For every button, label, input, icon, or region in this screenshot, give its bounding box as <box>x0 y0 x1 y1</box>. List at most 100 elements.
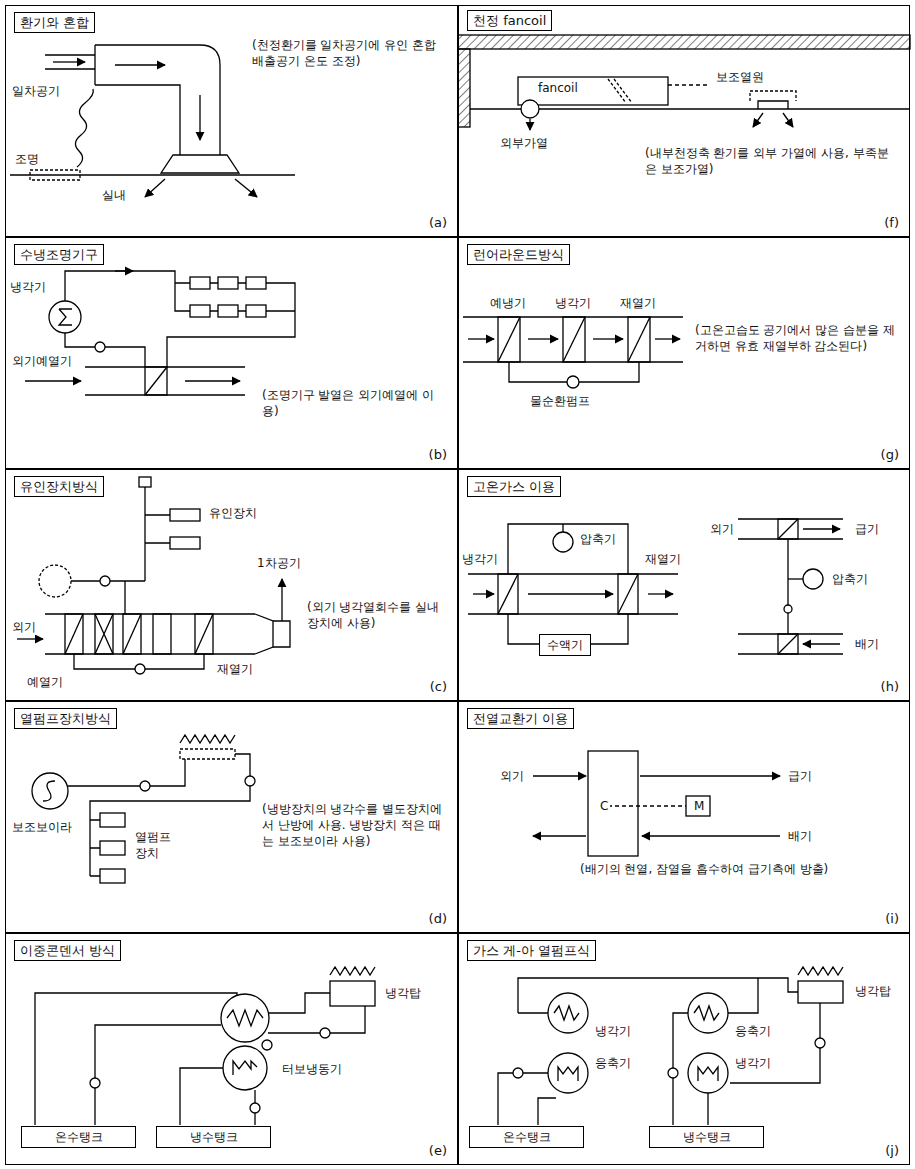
heat-pump-drawing <box>90 820 100 876</box>
panel-letter: (b) <box>429 447 447 463</box>
heat-exchanger-drawing <box>533 775 586 776</box>
heading-box: 이중콘덴서 방식 <box>14 940 121 961</box>
induction-unit-drawing <box>153 614 171 654</box>
heading-text: 런어라운드방식 <box>473 246 564 263</box>
heat-pump-drawing <box>180 735 235 743</box>
diagram-panel: (i)전열교환기 이용 <box>458 701 910 933</box>
water-cooled-lighting-drawing <box>59 309 72 325</box>
water-cooled-lighting-drawing <box>65 333 145 367</box>
gas-engine-heat-pump-drawing <box>730 1003 820 1083</box>
hot-gas-reheat-drawing <box>778 634 798 654</box>
ceiling-fancoil-drawing <box>668 84 708 85</box>
heat-pump-drawing <box>140 781 150 791</box>
ceiling-fancoil-drawing <box>458 35 910 130</box>
run-around-coil-drawing <box>463 317 683 388</box>
double-condenser-drawing <box>330 981 375 1006</box>
run-around-coil-drawing <box>655 338 680 339</box>
heat-pump-drawing <box>100 841 125 855</box>
part-label: 냉각기 <box>8 279 48 295</box>
part-label: 외부가열 <box>498 135 550 151</box>
heat-pump-drawing <box>43 781 55 801</box>
run-around-coil-drawing <box>567 376 579 388</box>
box-label: 냉수탱크 <box>683 1129 731 1145</box>
heading-text: 유인장치방식 <box>20 478 98 495</box>
induction-unit-drawing <box>100 576 110 586</box>
mixing-duct-drawing <box>115 64 165 65</box>
part-label: 압축기 <box>578 531 618 547</box>
mixing-duct-drawing <box>161 155 239 173</box>
gas-engine-heat-pump-drawing <box>558 1067 578 1081</box>
water-cooled-lighting-drawing <box>65 271 190 311</box>
double-condenser-drawing <box>262 1040 272 1050</box>
water-cooled-lighting-drawing <box>218 305 238 317</box>
water-cooled-lighting-drawing <box>49 301 81 333</box>
hot-gas-reheat-drawing <box>618 574 638 614</box>
part-label: 냉각탑 <box>383 985 423 1001</box>
part-label: M <box>692 798 706 814</box>
double-condenser-drawing <box>268 1006 365 1033</box>
tank-box: 온수탱크 <box>469 1126 584 1148</box>
heat-pump-drawing <box>68 759 185 786</box>
mixing-duct-drawing <box>199 95 200 140</box>
panel-letter: (f) <box>884 215 899 231</box>
ceiling-fancoil-drawing <box>783 113 793 127</box>
hot-gas-reheat-drawing <box>803 643 840 644</box>
induction-unit-drawing <box>145 515 170 543</box>
hot-gas-reheat-drawing <box>778 519 798 539</box>
heading-box: 고온가스 이용 <box>467 476 561 497</box>
heat-pump-drawing <box>100 813 125 827</box>
mixing-duct-drawing <box>145 179 165 197</box>
part-label: fancoil <box>536 80 580 96</box>
double-condenser-drawing <box>95 1025 221 1125</box>
part-label: 일차공기 <box>10 83 62 99</box>
induction-unit-drawing <box>255 614 273 654</box>
hot-gas-reheat-drawing <box>787 539 788 634</box>
heat-exchanger-drawing <box>640 775 780 776</box>
heat-pump-drawing <box>245 776 255 786</box>
water-cooled-lighting-drawing <box>246 305 266 317</box>
part-label: 응축기 <box>733 1023 773 1039</box>
run-around-coil-drawing <box>498 317 520 362</box>
induction-unit-drawing <box>45 614 255 654</box>
heat-pump-drawing <box>180 749 235 759</box>
part-label: 급기 <box>853 521 881 537</box>
run-around-coil-drawing <box>628 317 650 362</box>
part-label: 압축기 <box>830 571 870 587</box>
diagram-panel: (e)이중콘덴서 방식온수탱크냉수탱크 <box>5 933 458 1165</box>
run-around-coil-drawing <box>563 317 585 362</box>
gas-engine-heat-pump-drawing <box>815 1038 825 1048</box>
gas-engine-heat-pump-drawing <box>688 1053 728 1093</box>
panel-letter: (e) <box>429 1143 447 1159</box>
double-condenser-drawing <box>233 1061 257 1075</box>
heat-exchanger-drawing <box>533 835 586 836</box>
gas-engine-heat-pump-drawing <box>513 1068 523 1078</box>
hot-gas-reheat-drawing <box>803 569 823 589</box>
run-around-coil-drawing <box>528 338 558 339</box>
part-label: 응축기 <box>593 1055 633 1071</box>
panel-letter: (a) <box>429 215 447 231</box>
heading-text: 이중콘덴서 방식 <box>20 942 115 959</box>
water-cooled-lighting-drawing <box>95 342 105 352</box>
part-label: C <box>598 798 610 814</box>
hot-gas-reheat-drawing <box>528 593 613 594</box>
hot-gas-reheat-drawing <box>788 578 803 579</box>
gas-engine-heat-pump-drawing <box>728 978 758 1013</box>
heading-box: 환기와 혼합 <box>14 12 95 33</box>
gas-engine-heat-pump-drawing <box>518 978 798 1013</box>
hot-gas-reheat-drawing <box>803 528 840 529</box>
part-label: 냉각기 <box>733 1055 773 1071</box>
heading-box: 유인장치방식 <box>14 476 104 497</box>
heat-exchanger-drawing <box>686 796 710 816</box>
part-label: 1차공기 <box>255 555 303 571</box>
panel-letter: (g) <box>881 447 899 463</box>
heading-box: 열펌프장치방식 <box>14 708 117 729</box>
part-label: 급기 <box>786 768 814 784</box>
water-cooled-lighting-drawing <box>145 367 167 395</box>
water-cooled-lighting-drawing <box>145 367 167 395</box>
induction-unit-drawing <box>170 537 200 549</box>
ceiling-fancoil-drawing <box>458 35 910 49</box>
run-around-coil-drawing <box>463 317 683 362</box>
induction-unit-drawing <box>170 509 200 521</box>
heading-text: 수냉조명기구 <box>20 246 98 263</box>
